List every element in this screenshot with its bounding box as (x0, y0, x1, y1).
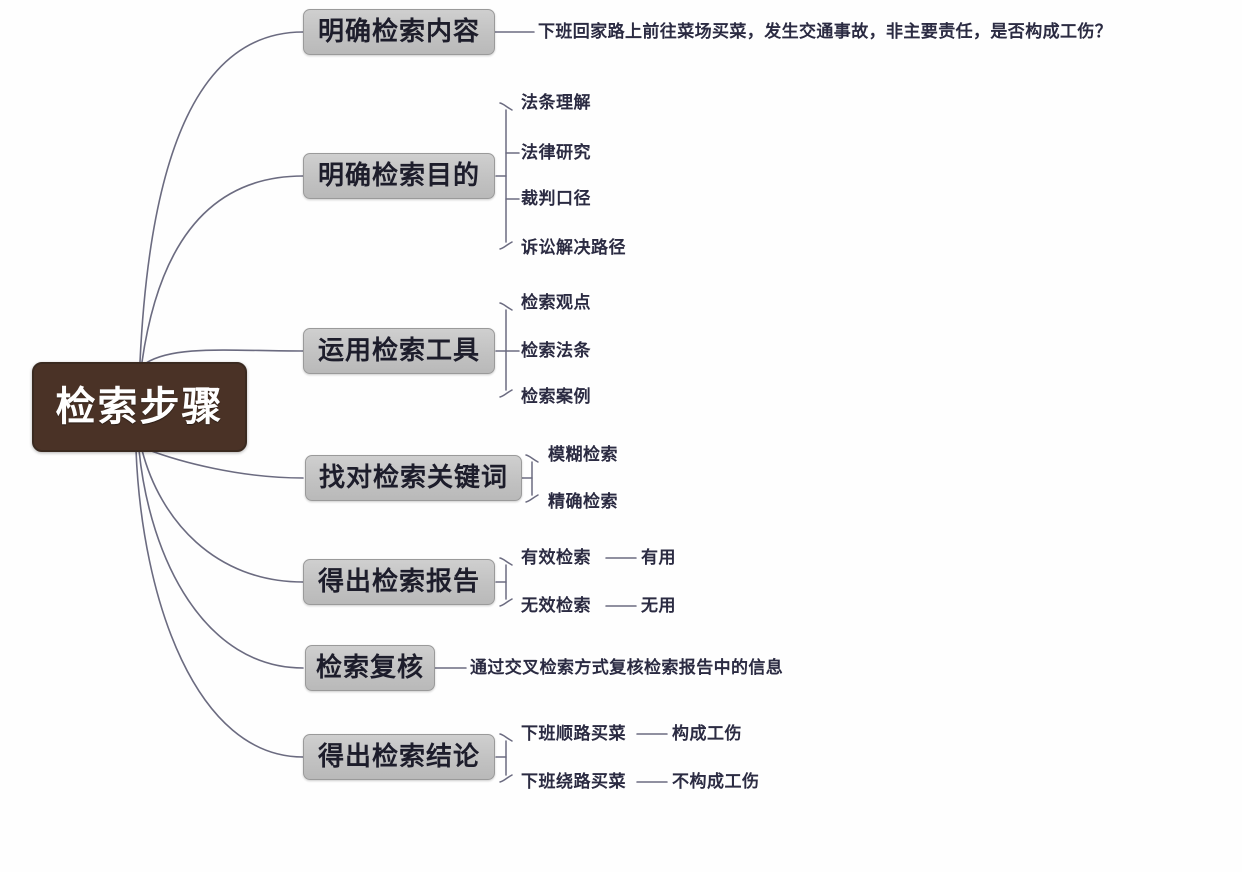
branch-node-3-label: 运用检索工具 (317, 336, 480, 366)
edge-root-to-branch-6 (138, 449, 304, 669)
branch-node-2-label: 明确检索目的 (317, 161, 480, 191)
branch-node-1-label: 明确检索内容 (317, 17, 480, 47)
branch-3-child-1: 检索观点 (521, 293, 591, 313)
bracket-branch-2-spine (499, 102, 513, 250)
branch-5-child-1: 有效检索 (521, 548, 591, 568)
branch-2-child-4: 诉讼解决路径 (521, 238, 626, 258)
branch-4-child-2: 精确检索 (548, 492, 618, 512)
branch-node-7[interactable]: 得出检索结论 (303, 734, 495, 780)
branch-node-2[interactable]: 明确检索目的 (303, 153, 495, 199)
branch-4-child-1: 模糊检索 (548, 445, 618, 465)
branch-node-4-label: 找对检索关键词 (318, 463, 508, 493)
edge-root-to-branch-5 (141, 449, 304, 583)
branch-node-5-label: 得出检索报告 (317, 567, 480, 597)
branch-1-note: 下班回家路上前往菜场买菜，发生交通事故，非主要责任，是否构成工伤？ (538, 22, 1113, 42)
branch-7-child-1-sub-1: 构成工伤 (672, 724, 742, 744)
branch-3-child-3: 检索案例 (521, 387, 591, 407)
branch-3-child-2: 检索法条 (521, 341, 591, 361)
branch-node-1[interactable]: 明确检索内容 (303, 9, 495, 55)
branch-5-child-2: 无效检索 (521, 596, 591, 616)
edge-root-to-branch-7 (135, 449, 304, 758)
branch-2-child-3: 裁判口径 (521, 189, 591, 209)
branch-6-note: 通过交叉检索方式复核检索报告中的信息 (470, 658, 784, 678)
edge-root-to-branch-2 (141, 175, 304, 363)
branch-node-6-label: 检索复核 (315, 653, 424, 683)
branch-5-child-1-sub-1: 有用 (641, 548, 676, 568)
edge-root-to-branch-1 (139, 31, 304, 363)
bracket-branch-5-spine (499, 557, 513, 607)
root-node[interactable]: 检索步骤 (32, 362, 247, 452)
branch-node-3[interactable]: 运用检索工具 (303, 328, 495, 374)
branch-node-6[interactable]: 检索复核 (305, 645, 435, 691)
branch-2-child-2: 法律研究 (521, 143, 591, 163)
branch-node-7-label: 得出检索结论 (317, 742, 480, 772)
bracket-branch-7-spine (499, 733, 513, 783)
branch-7-child-1: 下班顺路买菜 (521, 724, 626, 744)
branch-node-5[interactable]: 得出检索报告 (303, 559, 495, 605)
branch-7-child-2-sub-1: 不构成工伤 (672, 772, 760, 792)
edge-root-to-branch-4 (145, 448, 304, 479)
bracket-branch-3-spine (499, 302, 513, 398)
root-node-label: 检索步骤 (55, 384, 224, 430)
branch-2-child-1: 法条理解 (521, 93, 591, 113)
branch-node-4[interactable]: 找对检索关键词 (305, 455, 522, 501)
bracket-branch-4-spine (525, 454, 539, 503)
branch-7-child-2: 下班绕路买菜 (521, 772, 626, 792)
branch-5-child-2-sub-1: 无用 (641, 596, 676, 616)
